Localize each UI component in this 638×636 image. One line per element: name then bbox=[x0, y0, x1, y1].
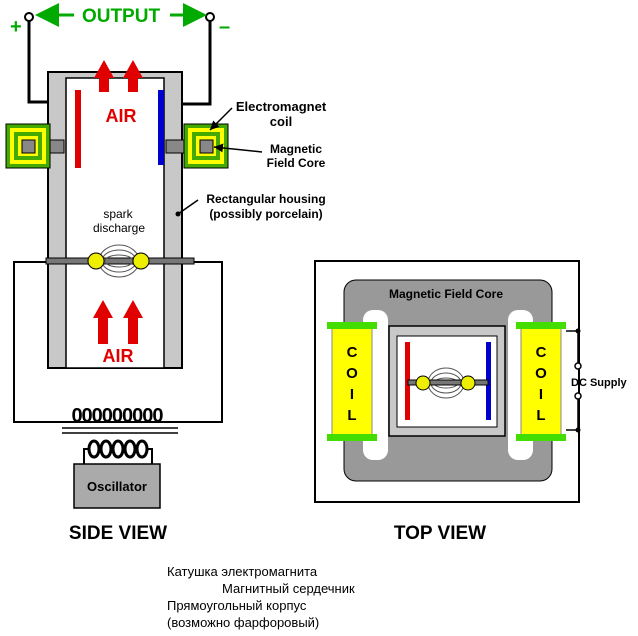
callout-core-line bbox=[213, 143, 263, 153]
callout-core-1: Magnetic bbox=[270, 142, 322, 156]
spark-ball-left bbox=[87, 252, 105, 270]
translation-line-4: (возможно фарфоровый) bbox=[167, 615, 320, 630]
plus-sign: + bbox=[10, 16, 22, 38]
electrode-rod bbox=[45, 257, 195, 265]
core-label: Magnetic Field Core bbox=[389, 287, 503, 301]
callout-housing-1: Rectangular housing bbox=[206, 192, 325, 206]
oscillator-wire-right bbox=[147, 448, 153, 464]
oscillator-wire-left bbox=[83, 448, 89, 464]
minus-sign: – bbox=[219, 16, 230, 38]
callout-housing-dot bbox=[175, 211, 181, 217]
output-terminal-plus bbox=[24, 12, 34, 22]
coil-right-letter: O bbox=[535, 365, 547, 382]
top-coil-left bbox=[327, 322, 377, 441]
spark-label-1: spark bbox=[103, 207, 133, 221]
callout-coil-2: coil bbox=[270, 114, 292, 129]
dc-supply-label: DC Supply bbox=[571, 377, 627, 389]
coil-turns-bottom bbox=[87, 439, 149, 459]
callout-coil-1: Electromagnet bbox=[236, 99, 327, 114]
coil-left-letter: I bbox=[350, 386, 354, 403]
output-terminal-minus bbox=[205, 12, 215, 22]
callout-housing-line bbox=[177, 199, 199, 215]
side-view: OUTPUT + – AIR bbox=[5, 3, 327, 544]
callout-housing-2: (possibly porcelain) bbox=[209, 207, 322, 221]
coil-right-letter: L bbox=[536, 407, 545, 424]
coil-left-letter: L bbox=[347, 407, 356, 424]
oscillator-label: Oscillator bbox=[87, 479, 147, 494]
coil-turns-top: 000000000 bbox=[71, 405, 163, 427]
translation-line-2: Магнитный сердечник bbox=[222, 581, 355, 596]
air-arrows-bottom bbox=[93, 300, 143, 344]
air-label-bottom: AIR bbox=[103, 346, 134, 366]
dc-supply-wiring bbox=[566, 328, 582, 433]
translation-line-3: Прямоугольный корпус bbox=[167, 598, 307, 613]
air-arrows-top bbox=[94, 60, 143, 92]
dc-terminal-top bbox=[574, 362, 582, 370]
top-electrode-rod bbox=[407, 379, 489, 386]
housing-inner bbox=[65, 77, 165, 369]
side-view-title: SIDE VIEW bbox=[69, 523, 167, 544]
top-coil-right bbox=[516, 322, 566, 441]
air-label-top: AIR bbox=[106, 106, 137, 126]
coil-right-letter: C bbox=[536, 344, 547, 361]
electrode-blue bbox=[158, 90, 164, 165]
translation-line-1: Катушка электромагнита bbox=[167, 564, 318, 579]
coil-right-letter: I bbox=[539, 386, 543, 403]
top-spark-ball-left bbox=[415, 375, 431, 391]
spark-label-2: discharge bbox=[93, 221, 145, 235]
oscillator-box bbox=[73, 463, 161, 509]
dc-terminal-bottom bbox=[574, 392, 582, 400]
oscillator-loop bbox=[13, 261, 223, 423]
electrode-red bbox=[75, 90, 81, 168]
top-spark-ball-right bbox=[460, 375, 476, 391]
top-view-title: TOP VIEW bbox=[394, 523, 486, 544]
callout-core-2: Field Core bbox=[267, 156, 326, 170]
callout-coil-line bbox=[209, 107, 233, 131]
coil-left-letter: C bbox=[347, 344, 358, 361]
output-label: OUTPUT bbox=[82, 6, 161, 27]
spark-ball-right bbox=[132, 252, 150, 270]
coil-left-letter: O bbox=[346, 365, 358, 382]
side-coil-left bbox=[5, 123, 65, 169]
